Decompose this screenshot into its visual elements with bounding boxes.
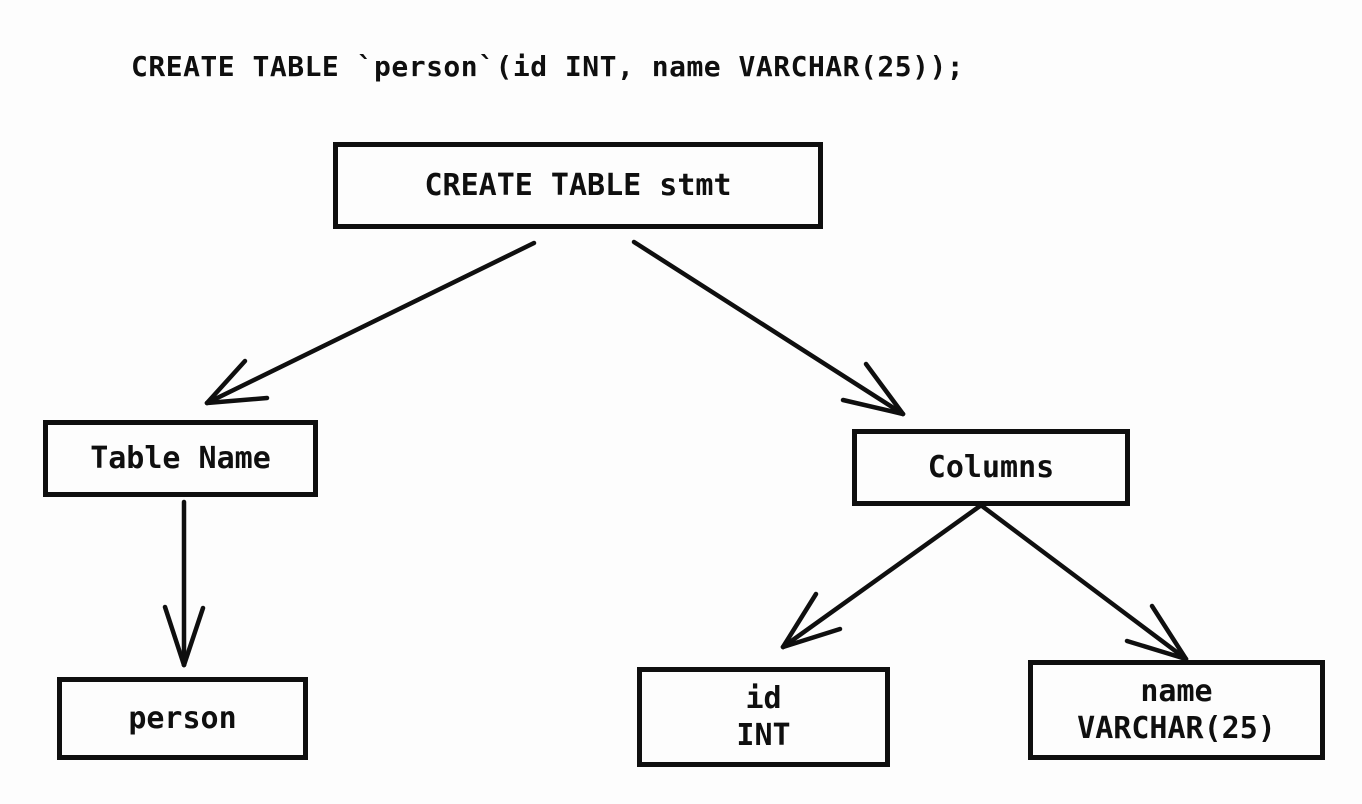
node-create-table-stmt-label: CREATE TABLE stmt: [424, 167, 732, 203]
node-id-int: id INT: [637, 667, 890, 767]
arrow-columns-to-id: [780, 503, 983, 650]
arrow-columns-to-name: [979, 503, 1189, 662]
node-person: person: [57, 677, 308, 760]
node-create-table-stmt: CREATE TABLE stmt: [333, 142, 823, 229]
node-id-int-name: id: [745, 680, 782, 716]
arrow-root-to-table-name: [204, 240, 537, 406]
node-columns: Columns: [852, 429, 1130, 506]
node-table-name: Table Name: [43, 420, 318, 497]
arrow-table-name-to-person: [162, 499, 206, 668]
node-person-label: person: [128, 700, 237, 736]
arrow-root-to-columns: [631, 239, 906, 417]
node-columns-label: Columns: [927, 449, 1055, 485]
node-name-varchar-name: name: [1140, 673, 1213, 709]
node-id-int-type: INT: [736, 718, 791, 753]
node-table-name-label: Table Name: [90, 440, 271, 476]
node-name-varchar: name VARCHAR(25): [1028, 660, 1325, 760]
sql-statement-text: CREATE TABLE `person`(id INT, name VARCH…: [131, 50, 965, 83]
node-name-varchar-type: VARCHAR(25): [1077, 711, 1276, 746]
